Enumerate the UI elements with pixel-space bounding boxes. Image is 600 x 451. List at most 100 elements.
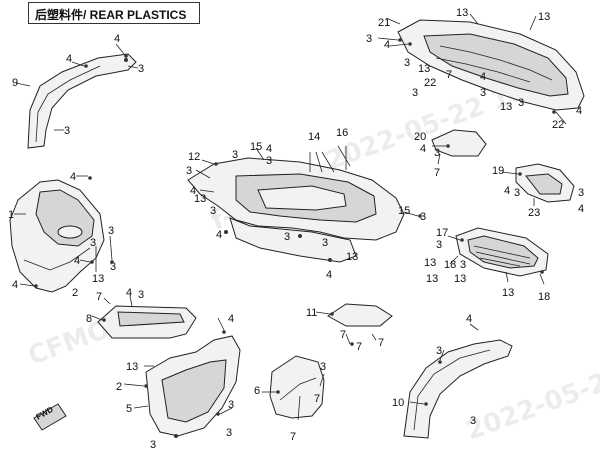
callout-4-d: 4	[74, 255, 80, 267]
leader-lines	[14, 13, 567, 421]
callout-13-b: 13	[126, 361, 138, 373]
callout-3-e: 3	[110, 261, 116, 273]
callout-3-h: 3	[150, 439, 156, 451]
callout-13-i: 13	[424, 257, 436, 269]
callout-13-k: 13	[454, 273, 466, 285]
callout-4-h: 4	[466, 313, 472, 325]
part-8-mount-plate	[97, 305, 197, 339]
callout-7-e: 7	[356, 341, 362, 353]
callout-4-f: 4	[126, 287, 132, 299]
callout-22-b: 22	[552, 119, 564, 131]
callout-7-c: 7	[290, 431, 296, 443]
callout-3-l: 3	[470, 415, 476, 427]
callout-3-q: 3	[420, 211, 426, 223]
callout-4-j: 4	[266, 143, 272, 155]
callout-13-h: 13	[500, 101, 512, 113]
part-19-side-bracket	[515, 163, 575, 203]
callout-4-i: 4	[190, 185, 196, 197]
diagram-title: 后塑料件/ REAR PLASTICS	[35, 8, 187, 22]
callout-3-x: 3	[518, 97, 524, 109]
callout-13-c: 13	[194, 193, 206, 205]
callout-5: 5	[126, 403, 132, 415]
part-9-left-fender-strip	[27, 53, 137, 149]
part-1-left-inner-fender	[9, 179, 105, 293]
callout-21: 21	[378, 17, 390, 29]
callout-3-d: 3	[108, 225, 114, 237]
callout-3-g: 3	[228, 399, 234, 411]
callout-12: 12	[188, 151, 200, 163]
callout-15-a: 15	[250, 141, 262, 153]
callout-4-q: 4	[504, 185, 510, 197]
callout-1: 1	[8, 209, 14, 221]
callout-14: 14	[308, 131, 320, 143]
callout-4-k: 4	[216, 229, 222, 241]
callout-13-d: 13	[346, 251, 358, 263]
title-box: 后塑料件/ REAR PLASTICS	[28, 2, 200, 24]
callout-3-ab: 3	[436, 239, 442, 251]
callout-4-o: 4	[576, 105, 582, 117]
callout-3-z: 3	[514, 187, 520, 199]
callouts: 9 4 3 4 3 1 4 4 4 3 3 13 3 2 8 7 4 3 4 1…	[8, 7, 584, 451]
callout-7-d: 7	[340, 329, 346, 341]
callout-3-m: 3	[186, 165, 192, 177]
callout-4-c: 4	[70, 171, 76, 183]
callout-3-i: 3	[226, 427, 232, 439]
callout-3-t: 3	[366, 33, 372, 45]
callout-4-b: 4	[66, 53, 72, 65]
callout-3-ac: 3	[460, 259, 466, 271]
callout-15-b: 15	[398, 205, 410, 217]
callout-22-a: 22	[424, 77, 436, 89]
callout-3-n: 3	[210, 205, 216, 217]
callout-2-b: 2	[116, 381, 122, 393]
callout-3-j: 3	[320, 361, 326, 373]
part-5-lower-bracket	[145, 335, 241, 438]
callout-3-a: 3	[138, 63, 144, 75]
callout-3-b: 3	[64, 125, 70, 137]
callout-18-b: 18	[538, 291, 550, 303]
callout-4-l: 4	[326, 269, 332, 281]
callout-3-v: 3	[412, 87, 418, 99]
callout-3-o: 3	[266, 155, 272, 167]
callout-4-m: 4	[384, 39, 390, 51]
callout-9: 9	[12, 77, 18, 89]
part-17-grille	[455, 227, 549, 277]
part-21-rear-rack-panel	[397, 19, 585, 111]
callout-3-aa: 3	[578, 187, 584, 199]
part-11-cover-plate	[327, 303, 393, 327]
callout-4-e: 4	[12, 279, 18, 291]
watermark-date-3: 2022-05-22	[462, 362, 600, 447]
callout-7-b: 7	[314, 393, 320, 405]
callout-13-f: 13	[538, 11, 550, 23]
callout-13-l: 13	[502, 287, 514, 299]
callout-3-r: 3	[284, 231, 290, 243]
callout-7-a: 7	[96, 291, 102, 303]
fwd-arrow: FWD	[33, 403, 67, 431]
callout-3-k: 3	[436, 345, 442, 357]
callout-4-r: 4	[578, 203, 584, 215]
callout-4-p: 4	[420, 143, 426, 155]
callout-8: 8	[86, 313, 92, 325]
callout-2-a: 2	[72, 287, 78, 299]
fasteners	[34, 38, 556, 416]
callout-3-c: 3	[90, 237, 96, 249]
callout-7-h: 7	[434, 167, 440, 179]
callout-3-u: 3	[404, 57, 410, 69]
callout-11: 11	[306, 307, 317, 319]
part-6-splash-shield	[269, 355, 325, 419]
callout-3-w: 3	[480, 87, 486, 99]
callout-6: 6	[254, 385, 260, 397]
part-20-bracket	[431, 129, 487, 157]
callout-19: 19	[492, 165, 504, 177]
callout-3-p: 3	[232, 149, 238, 161]
callout-16: 16	[336, 127, 348, 139]
callout-18-a: 18	[444, 259, 456, 271]
callout-7-g: 7	[446, 69, 452, 81]
callout-7-f: 7	[378, 337, 384, 349]
callout-17: 17	[436, 227, 448, 239]
callout-10: 10	[392, 397, 404, 409]
callout-13-j: 13	[426, 273, 438, 285]
callout-3-y: 3	[434, 147, 440, 159]
callout-3-f: 3	[138, 289, 144, 301]
